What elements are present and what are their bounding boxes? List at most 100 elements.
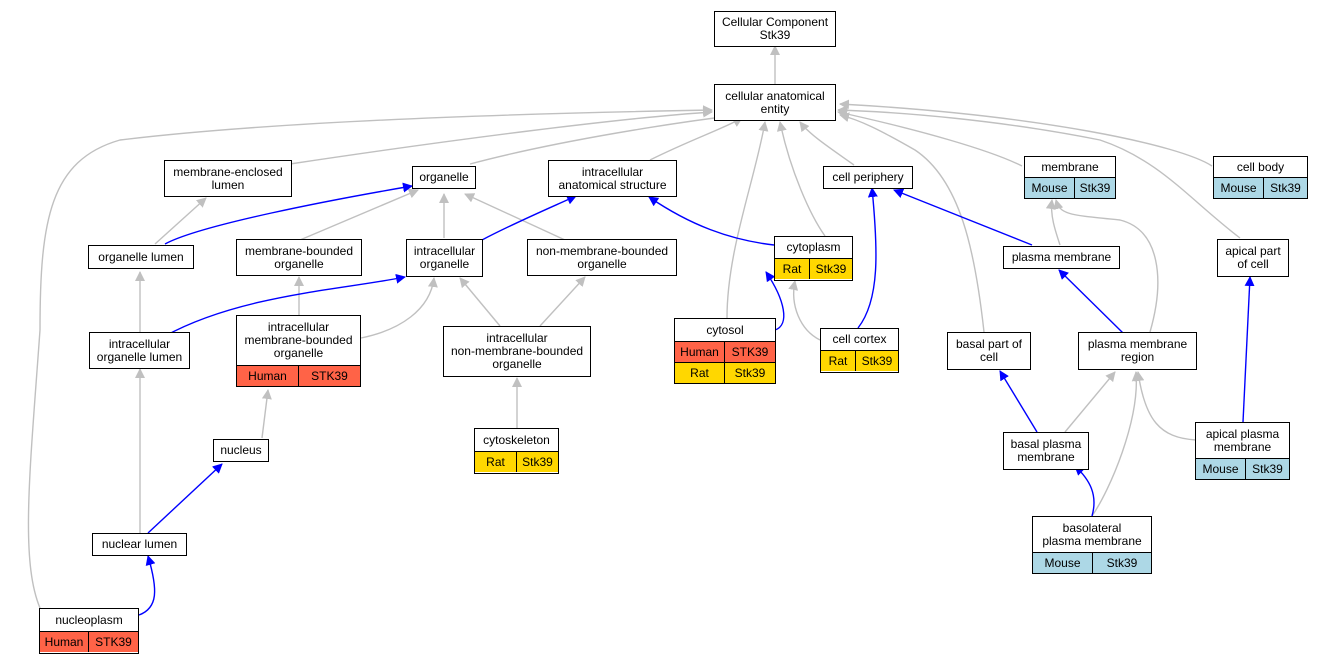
node-label: plasma membrane region: [1087, 337, 1188, 364]
node-organelle-lumen[interactable]: organelle lumen: [88, 245, 194, 269]
node-nucleoplasm[interactable]: nucleoplasm Human STK39: [39, 608, 139, 654]
annotation-row: Mouse Stk39: [1033, 552, 1151, 573]
annotation-row: Rat Stk39: [675, 362, 775, 383]
node-apical-plasma-membrane[interactable]: apical plasma membrane Mouse Stk39: [1195, 422, 1290, 480]
edge-bpc-to-cae: [839, 112, 985, 333]
annotation-row: Human STK39: [237, 365, 360, 386]
node-nucleus[interactable]: nucleus: [213, 439, 269, 462]
node-label: organelle: [419, 170, 469, 184]
node-membrane-enclosed-lumen[interactable]: membrane-enclosed lumen: [164, 160, 292, 197]
edge-org-to-cae: [469, 111, 739, 165]
annotation-row: Rat Stk39: [821, 350, 898, 371]
species-cell: Mouse: [1196, 459, 1246, 479]
annotation-row: Rat Stk39: [475, 451, 558, 472]
node-intracellular-organelle-lumen[interactable]: intracellular organelle lumen: [89, 332, 190, 369]
node-label: cytosol: [706, 322, 744, 337]
node-cell-periphery[interactable]: cell periphery: [823, 166, 913, 189]
gene-cell: Stk39: [1093, 553, 1151, 573]
node-organelle[interactable]: organelle: [412, 166, 476, 189]
species-cell: Rat: [821, 351, 856, 371]
node-label: cytoskeleton: [483, 432, 550, 447]
node-non-membrane-bounded-organelle[interactable]: non-membrane-bounded organelle: [527, 239, 677, 276]
node-label: plasma membrane: [1011, 250, 1112, 264]
node-cytoplasm[interactable]: cytoplasm Rat Stk39: [774, 236, 853, 281]
species-cell: Rat: [475, 452, 517, 472]
gene-cell: Stk39: [810, 259, 852, 279]
edge-cbody-to-cae: [839, 99, 1213, 167]
edge-nl-to-nuc: [147, 463, 223, 534]
edge-io-to-ias: [481, 195, 577, 241]
node-label: Cellular Component Stk39: [721, 15, 829, 42]
node-basal-part-of-cell[interactable]: basal part of cell: [947, 332, 1031, 370]
node-intracellular-anatomical-structure[interactable]: intracellular anatomical structure: [548, 160, 677, 197]
node-label: membrane: [1041, 159, 1099, 174]
node-cell-cortex[interactable]: cell cortex Rat Stk39: [820, 328, 899, 373]
node-label: membrane-bounded organelle: [244, 243, 354, 271]
gene-cell: Stk39: [1246, 459, 1289, 479]
node-label: cellular anatomical entity: [725, 88, 825, 116]
node-basal-plasma-membrane[interactable]: basal plasma membrane: [1003, 432, 1089, 470]
node-label: nuclear lumen: [101, 537, 178, 551]
edge-cytosol-to-cae: [726, 121, 769, 319]
node-plasma-membrane[interactable]: plasma membrane: [1003, 246, 1120, 269]
annotation-row: Human STK39: [40, 631, 138, 652]
node-label: non-membrane-bounded organelle: [535, 243, 669, 271]
node-apical-part-of-cell[interactable]: apical part of cell: [1217, 239, 1289, 277]
node-label: cytoplasm: [786, 240, 841, 254]
gene-cell: Stk39: [856, 351, 898, 371]
gene-cell: STK39: [299, 366, 360, 386]
annotation-row: Mouse Stk39: [1196, 458, 1289, 479]
node-membrane[interactable]: membrane Mouse Stk39: [1024, 156, 1116, 199]
edge-iol-to-io: [164, 273, 406, 337]
edge-bpm-to-bpc: [999, 370, 1038, 433]
gene-cell: Stk39: [1264, 178, 1307, 198]
node-label: intracellular anatomical structure: [558, 164, 667, 192]
edge-pmr-to-mem: [1053, 199, 1159, 333]
node-label: intracellular non-membrane-bounded organ…: [450, 331, 584, 371]
node-label: intracellular membrane-bounded organelle: [244, 320, 353, 360]
node-label: nucleus: [220, 443, 262, 457]
edge-ias-to-cae: [649, 117, 743, 161]
edge-cctx-to-cyto: [788, 280, 821, 341]
gene-cell: Stk39: [725, 363, 775, 383]
node-intracellular-membrane-bounded-organelle[interactable]: intracellular membrane-bounded organelle…: [236, 315, 361, 387]
node-intracellular-organelle[interactable]: intracellular organelle: [406, 239, 483, 277]
edge-nuc-to-imbo: [261, 389, 272, 439]
node-intracellular-non-membrane-bounded-organelle[interactable]: intracellular non-membrane-bounded organ…: [443, 326, 591, 377]
node-label: basolateral plasma membrane: [1042, 520, 1142, 548]
edge-np-to-nl: [138, 555, 156, 616]
node-cytosol[interactable]: cytosol Human STK39 Rat Stk39: [674, 318, 776, 384]
edge-blpm-to-bpm: [1074, 465, 1095, 517]
species-cell: Rat: [675, 363, 725, 383]
edge-pmr-to-pm: [1058, 269, 1124, 334]
node-label: apical part of cell: [1225, 244, 1281, 271]
node-basolateral-plasma-membrane[interactable]: basolateral plasma membrane Mouse Stk39: [1032, 516, 1152, 574]
edge-bpm-to-pmr: [1064, 371, 1116, 433]
node-plasma-membrane-region[interactable]: plasma membrane region: [1078, 332, 1197, 370]
gene-cell: STK39: [89, 632, 138, 652]
node-label: cell body: [1236, 159, 1285, 174]
edge-cyto-to-cae: [776, 121, 826, 237]
gene-cell: Stk39: [1075, 178, 1115, 198]
node-cellular-component-root[interactable]: Cellular Component Stk39: [714, 11, 836, 47]
node-cell-body[interactable]: cell body Mouse Stk39: [1213, 156, 1308, 199]
annotation-row: Human STK39: [675, 341, 775, 362]
edge-cper-to-cae: [799, 121, 855, 166]
edge-blpm-to-pmr: [1091, 371, 1142, 517]
species-cell: Mouse: [1214, 178, 1264, 198]
node-cytoskeleton[interactable]: cytoskeleton Rat Stk39: [474, 428, 559, 474]
species-cell: Human: [40, 632, 89, 652]
edge-cyto-to-ias: [648, 196, 775, 246]
node-label: cell cortex: [832, 332, 887, 346]
node-label: intracellular organelle: [413, 244, 476, 271]
edge-imbo-to-io: [360, 277, 438, 339]
node-membrane-bounded-organelle[interactable]: membrane-bounded organelle: [236, 239, 362, 276]
node-nuclear-lumen[interactable]: nuclear lumen: [92, 533, 187, 556]
edge-mbo-to-org: [299, 188, 419, 241]
edge-orglum-to-org: [164, 182, 413, 245]
annotation-row: Mouse Stk39: [1025, 177, 1115, 198]
node-cellular-anatomical-entity[interactable]: cellular anatomical entity: [714, 84, 836, 121]
edge-np-to-cae: [27, 105, 713, 609]
annotation-row: Mouse Stk39: [1214, 177, 1307, 198]
